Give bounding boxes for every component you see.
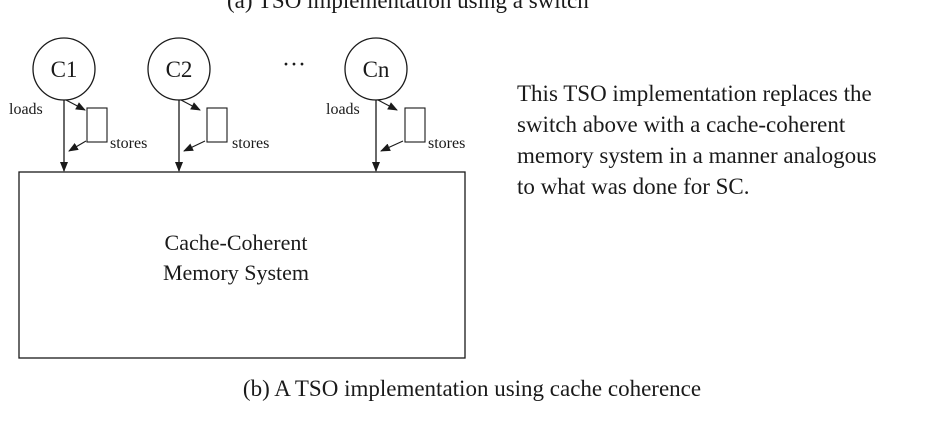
core-1: C1 loads stores <box>9 37 147 172</box>
description-line: This TSO implementation replaces the <box>517 81 872 106</box>
store-into-buffer-arrow <box>65 99 86 111</box>
stores-label: stores <box>428 135 465 152</box>
core-2: C2 stores <box>147 37 269 172</box>
description-text: This TSO implementation replaces the swi… <box>517 78 937 202</box>
description-line: to what was done for SC. <box>517 174 750 199</box>
figure-caption: (b) A TSO implementation using cache coh… <box>242 376 702 401</box>
stores-label: stores <box>110 135 147 152</box>
store-buffer <box>86 107 108 143</box>
loads-label: loads <box>326 101 360 118</box>
store-from-buffer-arrow <box>380 140 404 152</box>
store-into-buffer-arrow <box>180 99 201 111</box>
core-n: Cn loads stores <box>326 37 465 172</box>
core-label: Cn <box>363 57 390 82</box>
store-buffer <box>206 107 228 143</box>
store-from-buffer-arrow <box>183 140 206 152</box>
core-label: C1 <box>51 57 78 82</box>
memory-system-label-line2: Memory System <box>163 260 309 285</box>
store-buffer <box>404 107 426 143</box>
clipped-caption-above: (a) TSO implementation using a switch <box>227 0 589 13</box>
loads-label: loads <box>9 101 43 118</box>
memory-system-label-line1: Cache-Coherent <box>165 230 308 255</box>
stores-label: stores <box>232 135 269 152</box>
store-from-buffer-arrow <box>68 140 87 152</box>
description-line: switch above with a cache-coherent <box>517 112 846 137</box>
memory-system-box <box>18 171 466 359</box>
description-line: memory system in a manner analogous <box>517 143 877 168</box>
store-into-buffer-arrow <box>377 99 398 111</box>
core-label: C2 <box>166 57 193 82</box>
ellipsis: ··· <box>282 52 306 78</box>
